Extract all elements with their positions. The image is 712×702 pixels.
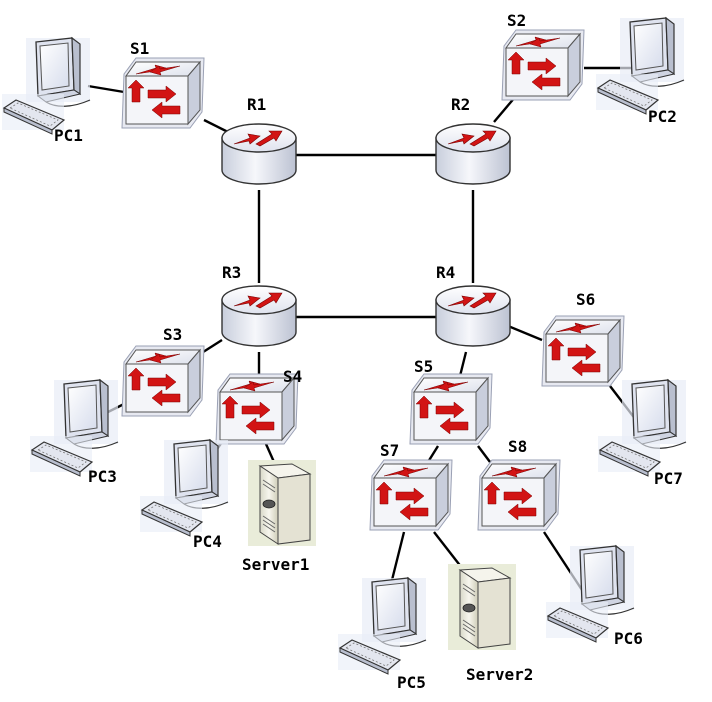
pc-icon [29, 379, 119, 477]
label-pc3: PC3 [88, 467, 117, 486]
link-r4-s6 [507, 324, 543, 342]
pc-icon [337, 577, 427, 675]
switch-icon [477, 459, 561, 531]
pc-pc5[interactable] [337, 577, 427, 675]
label-r2: R2 [451, 95, 470, 114]
switch-icon [369, 459, 453, 531]
pc-icon [1, 37, 91, 135]
switch-icon [501, 29, 585, 101]
switch-icon [121, 57, 205, 129]
switch-s1[interactable] [121, 57, 205, 129]
label-pc6: PC6 [614, 629, 643, 648]
pc-icon [597, 379, 687, 477]
label-s3: S3 [163, 325, 182, 344]
switch-icon [121, 345, 205, 417]
pc-pc2[interactable] [595, 17, 685, 115]
router-r3[interactable] [221, 285, 297, 347]
pc-icon [545, 545, 635, 643]
label-r4: R4 [436, 263, 455, 282]
switch-s7[interactable] [369, 459, 453, 531]
switch-s3[interactable] [121, 345, 205, 417]
label-server2: Server2 [466, 665, 533, 684]
switch-s8[interactable] [477, 459, 561, 531]
switch-s6[interactable] [541, 315, 625, 387]
label-r3: R3 [222, 263, 241, 282]
pc-icon [139, 439, 229, 537]
label-pc5: PC5 [397, 673, 426, 692]
router-r2[interactable] [435, 123, 511, 185]
server-icon [247, 459, 317, 547]
label-pc7: PC7 [654, 469, 683, 488]
label-s6: S6 [576, 290, 595, 309]
label-pc2: PC2 [648, 107, 677, 126]
pc-pc3[interactable] [29, 379, 119, 477]
router-icon [435, 285, 511, 347]
server-icon [447, 563, 517, 651]
link-s7-pc5 [390, 531, 406, 581]
pc-pc1[interactable] [1, 37, 91, 135]
router-r1[interactable] [221, 123, 297, 185]
switch-icon [409, 373, 493, 445]
switch-icon [541, 315, 625, 387]
router-icon [221, 123, 297, 185]
link-s1-r1 [203, 118, 229, 134]
label-server1: Server1 [242, 555, 309, 574]
label-s1: S1 [130, 39, 149, 58]
label-s8: S8 [508, 437, 527, 456]
label-s7: S7 [380, 441, 399, 460]
pc-pc6[interactable] [545, 545, 635, 643]
switch-s5[interactable] [409, 373, 493, 445]
link-s5-s8 [477, 445, 491, 463]
router-icon [435, 123, 511, 185]
pc-icon [595, 17, 685, 115]
label-r1: R1 [247, 95, 266, 114]
link-r4-s5 [458, 351, 468, 377]
labels: R1 R2 R3 R4 S1 S2 S3 S4 S5 S6 S7 S8 PC1 … [54, 11, 683, 692]
label-pc1: PC1 [54, 126, 83, 145]
link-s7-server2 [433, 531, 463, 569]
label-s2: S2 [507, 11, 526, 30]
router-icon [221, 285, 297, 347]
switch-s2[interactable] [501, 29, 585, 101]
server-server1[interactable] [247, 459, 317, 547]
link-pc1-s1 [87, 84, 125, 94]
router-r4[interactable] [435, 285, 511, 347]
link-s5-s7 [426, 445, 440, 463]
pc-pc7[interactable] [597, 379, 687, 477]
label-s4: S4 [283, 367, 302, 386]
pc-pc4[interactable] [139, 439, 229, 537]
server-server2[interactable] [447, 563, 517, 651]
label-s5: S5 [414, 357, 433, 376]
label-pc4: PC4 [193, 532, 222, 551]
link-s4-server1 [264, 443, 276, 463]
